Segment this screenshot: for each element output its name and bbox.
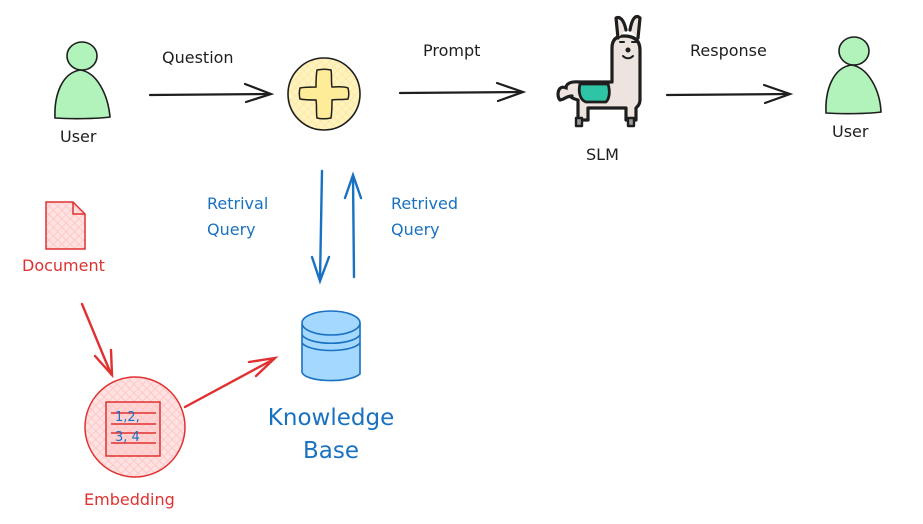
document-icon <box>45 201 86 250</box>
slm-label: SLM <box>586 145 619 164</box>
knowledge-base-label-line1: Knowledge <box>267 405 395 431</box>
document-label: Document <box>22 256 105 275</box>
database-icon <box>301 310 361 382</box>
prompt-arrow <box>398 81 527 103</box>
embedding-vector-line2: 3, 4 <box>115 430 140 445</box>
knowledge-base-label: Knowledge Base <box>258 402 404 469</box>
retrieved-query-arrow <box>343 171 363 279</box>
prompt-label: Prompt <box>423 41 481 60</box>
embedding-icon <box>84 376 186 478</box>
retrieval-query-arrow <box>310 169 331 285</box>
llama-icon <box>556 14 642 128</box>
knowledge-base-label-line2: Base <box>302 438 359 465</box>
question-arrow <box>148 82 275 104</box>
embedding-label: Embedding <box>84 490 175 509</box>
user-right-icon <box>825 36 882 115</box>
user-right-label: User <box>832 122 869 141</box>
retrieval-query-label-line2: Query <box>207 220 256 239</box>
combiner-plus-icon <box>287 57 361 131</box>
user-left-label: User <box>60 127 97 146</box>
retrieval-query-label-line1: Retrival <box>207 194 269 213</box>
user-left-icon <box>54 41 111 120</box>
retrieved-query-label-line2: Query <box>391 220 440 239</box>
embedding-to-kb-arrow <box>183 356 279 409</box>
embedding-vector-line1: 1,2, <box>115 410 140 425</box>
response-arrow <box>665 83 794 105</box>
question-label: Question <box>162 48 234 67</box>
retrieved-query-label-line1: Retrived <box>391 194 459 213</box>
doc-to-embedding-arrow <box>80 302 114 379</box>
response-label: Response <box>690 41 767 60</box>
